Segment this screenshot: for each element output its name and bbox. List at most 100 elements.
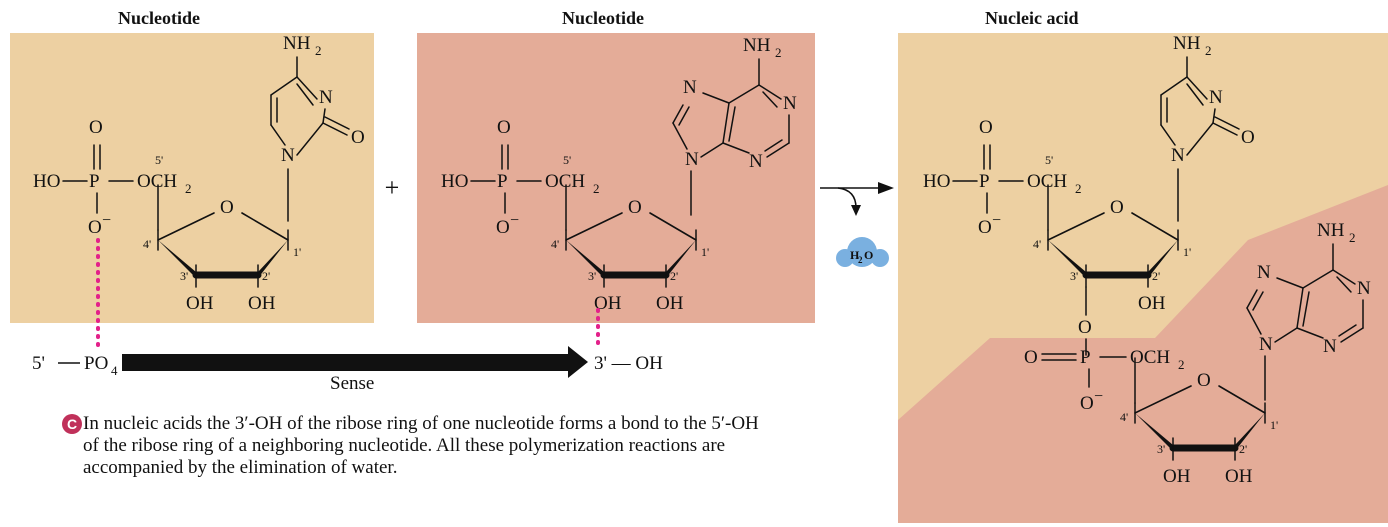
svg-text:NH: NH (1173, 33, 1201, 54)
svg-text:N: N (319, 87, 333, 108)
svg-text:4: 4 (111, 363, 118, 378)
svg-text:N: N (1257, 262, 1271, 283)
svg-text:2': 2' (1152, 269, 1160, 283)
caption-badge: C (62, 414, 82, 434)
svg-text:O: O (1241, 127, 1255, 148)
oh-2prime: OH (248, 293, 276, 314)
svg-text:N: N (783, 93, 797, 114)
svg-text:O: O (1080, 393, 1094, 414)
svg-text:3': 3' (180, 269, 188, 283)
title-left-nucleotide: Nucleotide (118, 8, 200, 28)
svg-text:O: O (978, 217, 992, 238)
oh-3prime: OH (594, 293, 622, 314)
svg-text:N: N (1357, 278, 1371, 299)
svg-text:OCH: OCH (545, 171, 585, 192)
svg-text:O: O (351, 127, 365, 148)
sense-arrow (122, 354, 570, 371)
svg-text:N: N (1323, 336, 1337, 357)
svg-text:N: N (685, 149, 699, 170)
svg-text:5': 5' (563, 153, 571, 167)
ring-oxygen: O (1197, 370, 1211, 391)
svg-text:3': 3' (588, 269, 596, 283)
svg-text:1': 1' (1270, 418, 1278, 432)
svg-text:H: H (850, 248, 860, 262)
svg-text:O: O (89, 117, 103, 138)
svg-text:4': 4' (1033, 237, 1041, 251)
phosphorus-label: P (497, 171, 508, 192)
svg-text:1': 1' (701, 245, 709, 259)
svg-text:N: N (281, 145, 295, 166)
svg-text:4': 4' (143, 237, 151, 251)
svg-text:O: O (979, 117, 993, 138)
svg-text:2: 2 (775, 45, 782, 60)
phosphorus-label: P (979, 171, 990, 192)
bridging-oxygen: O (1078, 317, 1092, 338)
svg-text:−: − (510, 212, 519, 229)
sense-5prime: 5' (32, 353, 45, 374)
svg-text:O: O (88, 217, 102, 238)
svg-text:2': 2' (262, 269, 270, 283)
oh-3prime: OH (1163, 466, 1191, 487)
sense-po4: PO (84, 353, 108, 374)
ring-oxygen: O (220, 197, 234, 218)
svg-text:3': 3' (1157, 442, 1165, 456)
svg-text:N: N (749, 151, 763, 172)
svg-text:O: O (496, 217, 510, 238)
oh-2prime: OH (1138, 293, 1166, 314)
svg-text:NH: NH (283, 33, 311, 54)
svg-text:2: 2 (315, 43, 322, 58)
svg-text:OCH: OCH (1130, 347, 1170, 368)
title-nucleic-acid: Nucleic acid (985, 8, 1079, 28)
svg-text:4': 4' (551, 237, 559, 251)
svg-text:4': 4' (1120, 410, 1128, 424)
svg-text:2: 2 (593, 181, 600, 196)
svg-text:2': 2' (670, 269, 678, 283)
svg-text:O: O (497, 117, 511, 138)
oh-3prime: OH (186, 293, 214, 314)
svg-text:N: N (1171, 145, 1185, 166)
svg-text:N: N (1259, 334, 1273, 355)
sense-3prime-oh: 3' — OH (594, 353, 663, 374)
ho-label: HO (441, 171, 468, 192)
svg-text:N: N (1209, 87, 1223, 108)
svg-text:NH: NH (743, 35, 771, 56)
svg-text:1': 1' (293, 245, 301, 259)
svg-text:2: 2 (858, 255, 863, 265)
panel-right-tan-region (898, 33, 1388, 420)
svg-text:2: 2 (1178, 357, 1185, 372)
caption-text: In nucleic acids the 3′-OH of the ribose… (83, 413, 759, 478)
svg-text:2': 2' (1239, 442, 1247, 456)
svg-text:5': 5' (1045, 153, 1053, 167)
svg-text:P: P (1080, 347, 1091, 368)
phosphorus-label: P (89, 171, 100, 192)
svg-text:O: O (1024, 347, 1038, 368)
svg-text:−: − (1094, 388, 1103, 405)
svg-text:OCH: OCH (1027, 171, 1067, 192)
svg-text:OCH: OCH (137, 171, 177, 192)
sense-label: Sense (330, 373, 374, 394)
svg-text:O: O (864, 248, 873, 262)
svg-text:N: N (683, 77, 697, 98)
svg-text:2: 2 (185, 181, 192, 196)
reaction-arrowhead (878, 182, 894, 194)
oh-2prime: OH (656, 293, 684, 314)
svg-text:5': 5' (155, 153, 163, 167)
ring-oxygen: O (628, 197, 642, 218)
water-molecule-icon: H 2 O (836, 237, 889, 267)
svg-text:NH: NH (1317, 220, 1345, 241)
plus-sign: + (385, 173, 400, 202)
svg-text:1': 1' (1183, 245, 1191, 259)
title-middle-nucleotide: Nucleotide (562, 8, 644, 28)
svg-text:−: − (102, 212, 111, 229)
svg-text:2: 2 (1075, 181, 1082, 196)
panel-left-bg (10, 33, 374, 323)
panel-middle-bg (417, 33, 815, 323)
ho-label: HO (923, 171, 950, 192)
svg-text:3': 3' (1070, 269, 1078, 283)
svg-text:2: 2 (1205, 43, 1212, 58)
svg-text:2: 2 (1349, 230, 1356, 245)
